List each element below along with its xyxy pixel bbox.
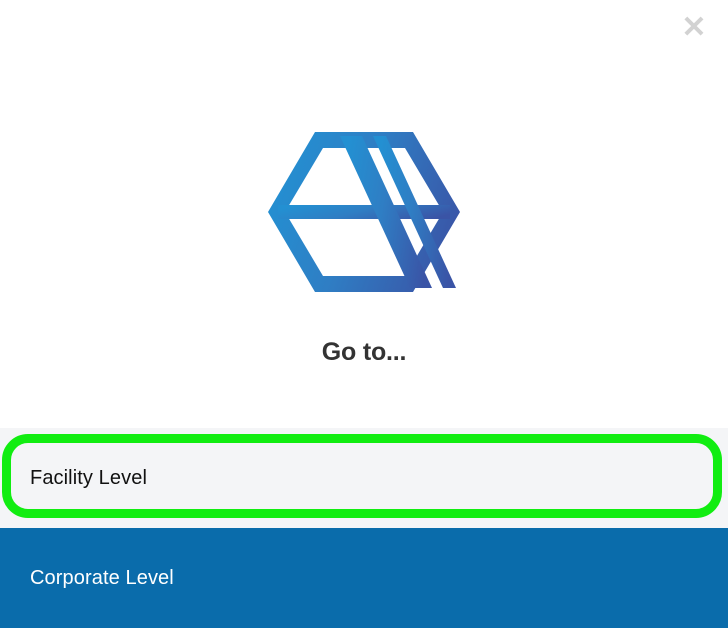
option-facility-level[interactable]: Facility Level xyxy=(0,428,728,528)
page-title: Go to... xyxy=(321,338,407,366)
close-button[interactable]: ✕ xyxy=(674,8,714,48)
option-corporate-level-label: Corporate Level xyxy=(30,566,174,589)
option-corporate-level[interactable]: Corporate Level xyxy=(0,528,728,628)
option-facility-level-label: Facility Level xyxy=(30,466,147,489)
close-icon: ✕ xyxy=(681,11,707,44)
app-logo-hexagon-icon xyxy=(266,128,462,296)
modal-header: Go to... xyxy=(266,128,462,366)
destination-option-list: Facility Level Corporate Level xyxy=(0,428,728,636)
